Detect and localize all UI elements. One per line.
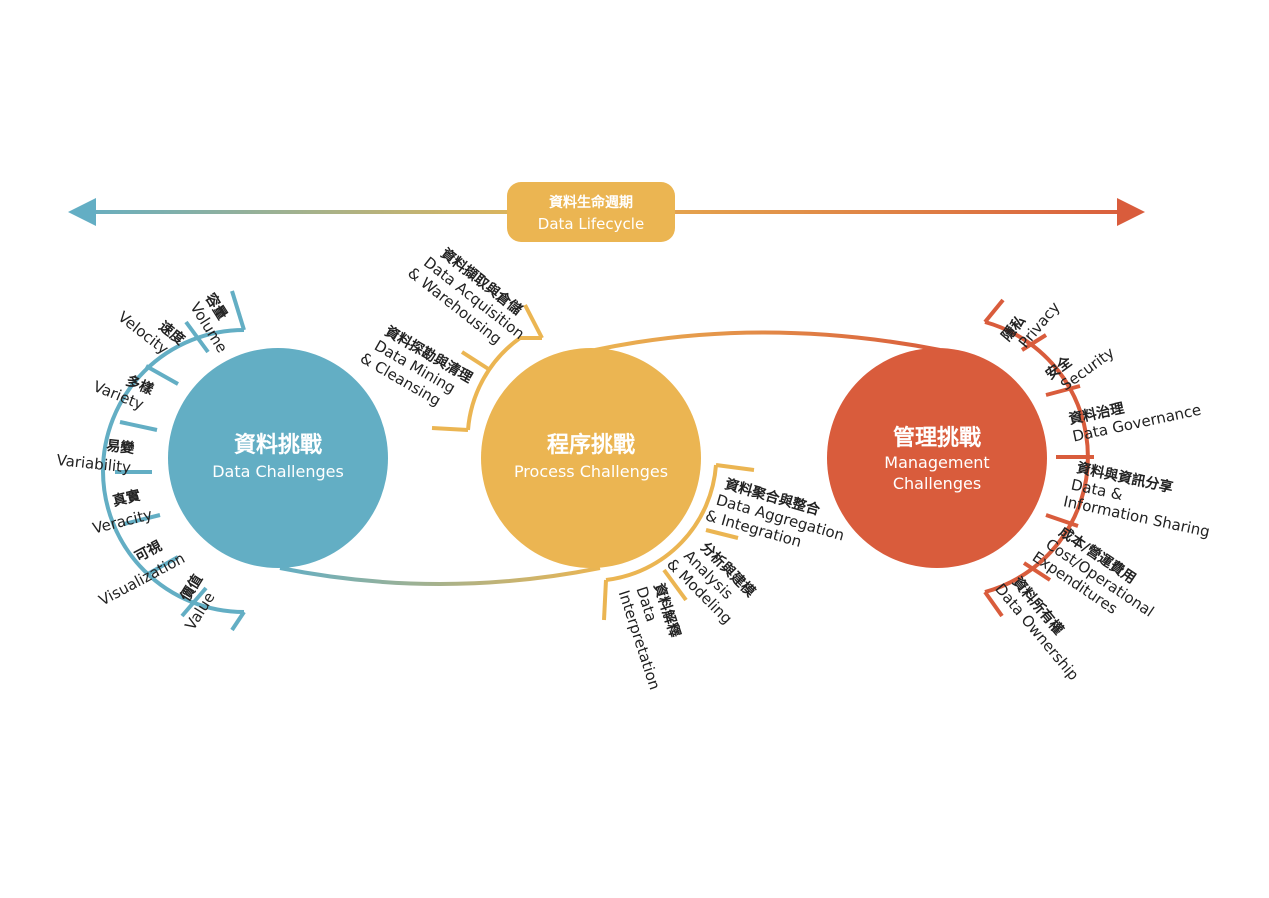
process-right-bracket [605, 464, 718, 582]
management-challenges-subtitle-2: Challenges [893, 474, 981, 493]
process-challenges-group: 程序挑戰 Process Challenges 資料擷取與倉儲 Data Acq… [357, 245, 846, 692]
management-item-en: Information Sharing [1062, 492, 1212, 541]
arrow-left-icon [68, 198, 96, 226]
process-left-bracket [466, 336, 522, 431]
lifecycle-label-en: Data Lifecycle [538, 215, 644, 233]
data-challenges-subtitle: Data Challenges [212, 462, 344, 481]
management-challenges-group: 管理挑戰 Management Challenges 隱私 Privacy 安全… [827, 298, 1212, 684]
arrow-right-icon [1117, 198, 1145, 226]
management-challenges-subtitle-1: Management [884, 453, 989, 472]
management-challenges-circle [827, 348, 1047, 568]
data-item-zh: 真實 [111, 487, 142, 510]
process-challenges-circle [481, 348, 701, 568]
data-challenges-title: 資料挑戰 [234, 432, 322, 458]
data-challenges-group: 資料挑戰 Data Challenges 容量 Volume 速度 Veloci… [56, 289, 388, 633]
lifecycle-label-zh: 資料生命週期 [549, 194, 633, 211]
connector-process-management [594, 330, 941, 352]
data-item-en: Veracity [91, 505, 155, 537]
connector-data-process [279, 566, 601, 586]
process-challenges-subtitle: Process Challenges [514, 462, 668, 481]
data-challenges-circle [168, 348, 388, 568]
process-challenges-title: 程序挑戰 [547, 432, 635, 458]
lifecycle-arrow: 資料生命週期 Data Lifecycle [68, 182, 1145, 242]
data-item-zh: 易變 [106, 437, 137, 457]
data-bracket-arc [101, 328, 245, 614]
lifecycle-badge [507, 182, 675, 242]
management-challenges-title: 管理挑戰 [893, 425, 981, 451]
